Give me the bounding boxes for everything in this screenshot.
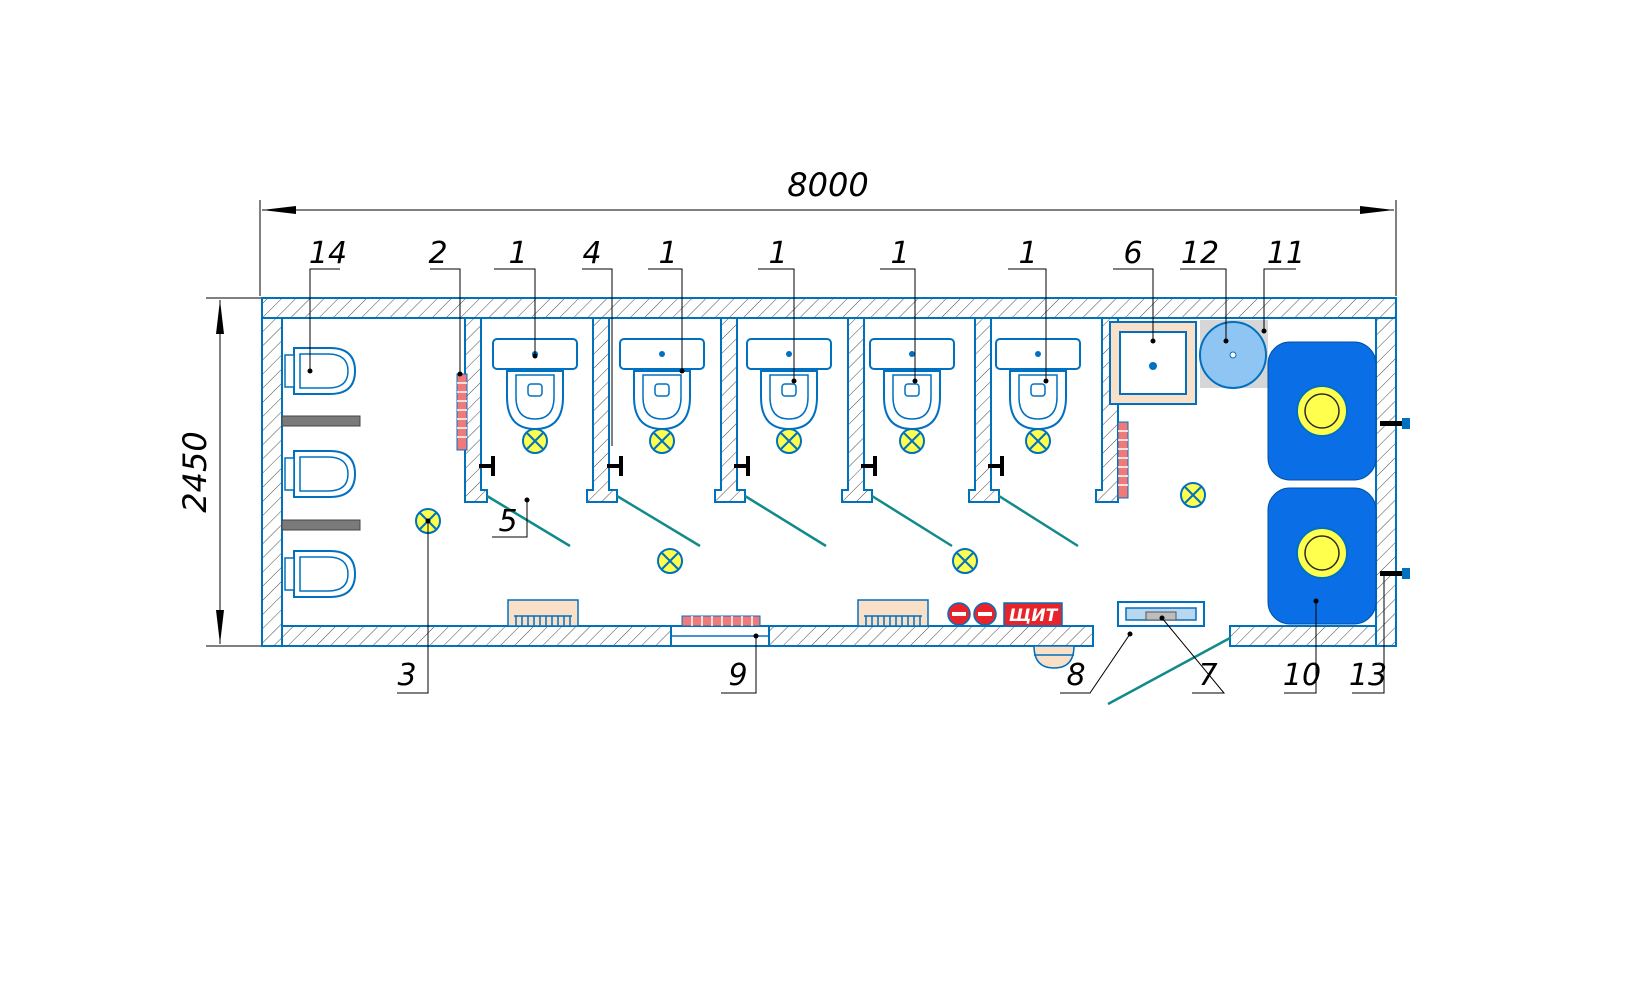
stall-doors [486, 494, 1079, 548]
callout-label: 9 [728, 658, 747, 693]
callout-label: 11 [1267, 236, 1305, 271]
callout-label: 12 [1181, 236, 1219, 271]
callout-label: 1 [768, 236, 787, 271]
callout-label: 13 [1349, 658, 1387, 693]
callout-labels: 14 2 1 4 1 1 1 1 6 12 11 5 3 9 8 7 10 13 [309, 236, 1387, 693]
electrical-panel: ЩИТ [947, 602, 1063, 627]
callout-label: 1 [1018, 236, 1037, 271]
tank-connectors [1380, 418, 1410, 579]
urinals [281, 347, 361, 598]
height-dimension: 2450 [176, 297, 262, 647]
radiators [456, 373, 1129, 627]
callout-label: 14 [309, 236, 347, 271]
callout-label: 5 [498, 504, 517, 539]
callout-label: 10 [1283, 658, 1321, 693]
callout-label: 7 [1198, 658, 1217, 693]
callout-label: 1 [508, 236, 527, 271]
callout-label: 1 [658, 236, 677, 271]
callout-label: 2 [428, 236, 447, 271]
height-dimension-label: 2450 [176, 431, 214, 512]
ceiling-lights [415, 428, 1206, 574]
width-dimension-label: 8000 [787, 166, 868, 204]
shield-box [1003, 602, 1063, 627]
water-heater [1199, 320, 1268, 389]
window [670, 625, 770, 647]
callout-label: 4 [582, 236, 601, 271]
callout-label: 8 [1066, 658, 1085, 693]
leader-dots [307, 328, 1319, 639]
water-tanks [1267, 341, 1377, 625]
shield-label: ЩИТ [1009, 606, 1059, 626]
callout-label: 1 [890, 236, 909, 271]
callout-label: 6 [1123, 236, 1142, 271]
outdoor-lamp [1033, 645, 1075, 669]
leader-lines [309, 268, 1385, 694]
floor-grate [1117, 601, 1205, 627]
stall-partitions [464, 317, 1119, 503]
width-dimension: 8000 [259, 166, 1397, 296]
outer-walls [261, 297, 1397, 647]
hooks [479, 456, 1004, 476]
callout-label: 3 [397, 658, 416, 693]
radiator-horizontal [681, 615, 761, 627]
entrance-door [1107, 636, 1231, 706]
